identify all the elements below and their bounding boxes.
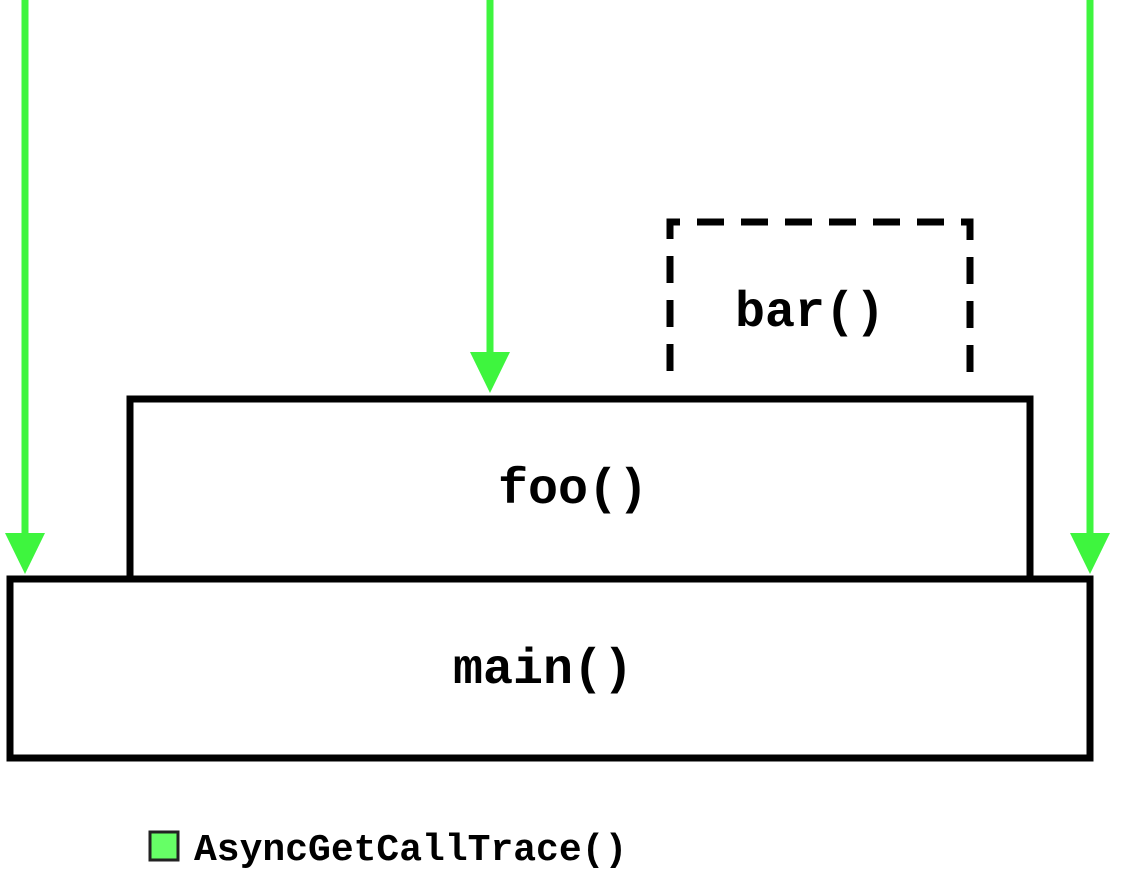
- bar-frame: bar(): [666, 218, 974, 382]
- sample-arrows: [5, 0, 1110, 574]
- arrow-right: [1070, 0, 1110, 574]
- bar-frame-border: [666, 218, 974, 382]
- legend: AsyncGetCallTrace(): [148, 829, 627, 872]
- foo-frame-label: foo(): [498, 462, 648, 519]
- main-frame-label: main(): [453, 642, 633, 699]
- arrow-middle-head: [470, 352, 510, 393]
- legend-label: AsyncGetCallTrace(): [194, 829, 627, 872]
- main-frame: main(): [6, 575, 1094, 762]
- arrow-right-head: [1070, 533, 1110, 574]
- arrow-middle: [470, 0, 510, 393]
- foo-frame-border: [126, 395, 1034, 583]
- legend-swatch: [148, 830, 180, 862]
- foo-frame: foo(): [126, 395, 1034, 583]
- arrow-left: [5, 0, 45, 574]
- arrow-left-head: [5, 533, 45, 574]
- main-frame-border: [6, 575, 1094, 762]
- bar-frame-label: bar(): [735, 285, 885, 342]
